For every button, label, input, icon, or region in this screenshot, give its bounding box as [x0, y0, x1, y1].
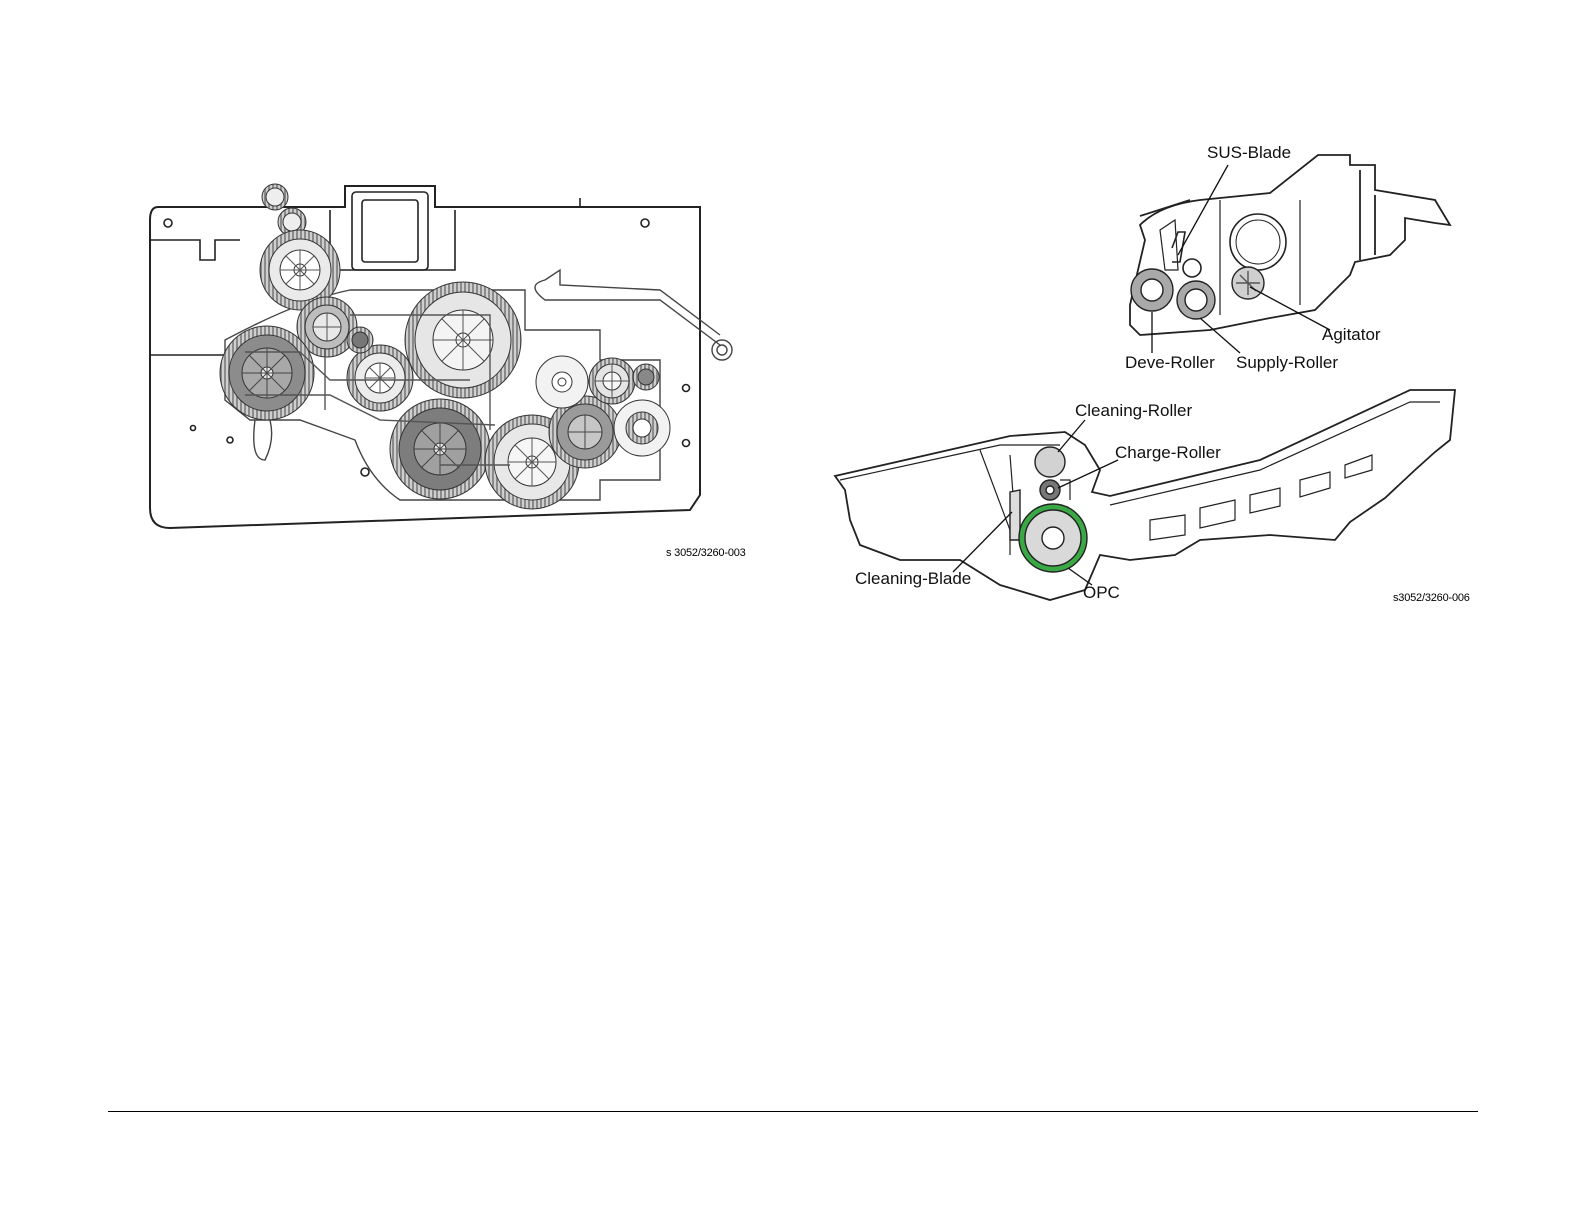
label-supply-roller: Supply-Roller — [1236, 353, 1338, 372]
cleaning-roller-part — [1035, 447, 1065, 477]
charge-roller-part — [1040, 480, 1060, 500]
label-opc: OPC — [1083, 583, 1120, 602]
figure-id-cartridge: s3052/3260-006 — [1393, 592, 1470, 604]
deve-roller-part — [1131, 269, 1173, 311]
label-cleaning-blade: Cleaning-Blade — [855, 569, 971, 588]
label-charge-roller: Charge-Roller — [1115, 443, 1221, 462]
label-deve-roller: Deve-Roller — [1125, 353, 1215, 372]
label-agitator: Agitator — [1322, 325, 1381, 344]
opc-drum-part — [1019, 504, 1087, 572]
label-cleaning-roller: Cleaning-Roller — [1075, 401, 1193, 420]
supply-roller-part — [1177, 281, 1215, 319]
cleaning-blade-part — [1010, 490, 1020, 540]
label-sus-blade: SUS-Blade — [1207, 143, 1291, 162]
agitator-part — [1232, 267, 1264, 299]
footer-divider — [108, 1111, 1478, 1112]
